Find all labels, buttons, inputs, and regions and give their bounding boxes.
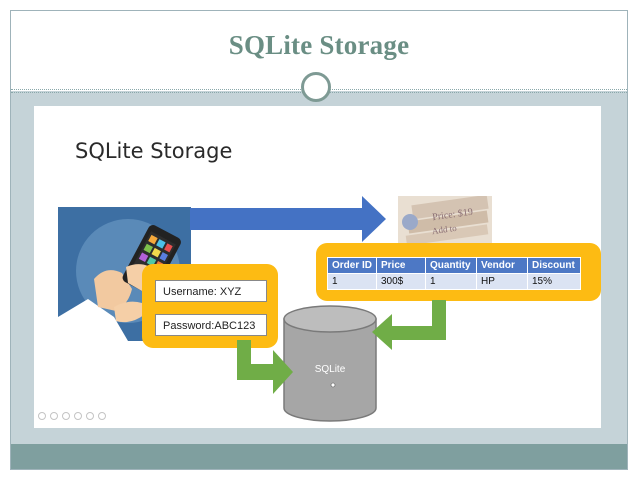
column-header: Quantity: [425, 257, 477, 274]
username-field: Username: XYZ: [155, 280, 267, 302]
header-circle-ornament: [301, 72, 331, 102]
next-slide-icon[interactable]: [50, 412, 58, 420]
flow-arrow-orders-to-db: [372, 300, 446, 350]
flow-arrow-login-to-db: [237, 340, 293, 394]
password-field: Password:ABC123: [155, 314, 267, 336]
column-header: Vendor: [476, 257, 528, 274]
table-cell: 1: [327, 273, 377, 290]
table-cell: 300$: [376, 273, 426, 290]
receipt-price-tag-icon: Price: $19 Add to: [398, 196, 492, 244]
more-options-icon[interactable]: [98, 412, 106, 420]
footer-bar: [11, 444, 627, 469]
orders-table: Order ID Price Quantity Vendor Discount …: [327, 257, 581, 290]
slide-title: SQLite Storage: [75, 139, 233, 163]
column-header: Discount: [527, 257, 581, 274]
prev-slide-icon[interactable]: [38, 412, 46, 420]
table-cell: 1: [425, 273, 477, 290]
database-label: SQLite: [314, 364, 346, 375]
orders-header-row: Order ID Price Quantity Vendor Discount: [327, 257, 581, 274]
zoom-icon[interactable]: [86, 412, 94, 420]
pen-icon[interactable]: [62, 412, 70, 420]
database-cylinder-icon: [283, 305, 377, 422]
table-row: 1 300$ 1 HP 15%: [327, 273, 581, 290]
column-header: Order ID: [327, 257, 377, 274]
table-cell: HP: [476, 273, 528, 290]
table-cell: 15%: [527, 273, 581, 290]
grid-icon[interactable]: [74, 412, 82, 420]
flow-arrow-right: [190, 196, 386, 242]
svg-text:Add to: Add to: [431, 223, 457, 236]
page-title: SQLite Storage: [228, 30, 410, 60]
column-header: Price: [376, 257, 426, 274]
